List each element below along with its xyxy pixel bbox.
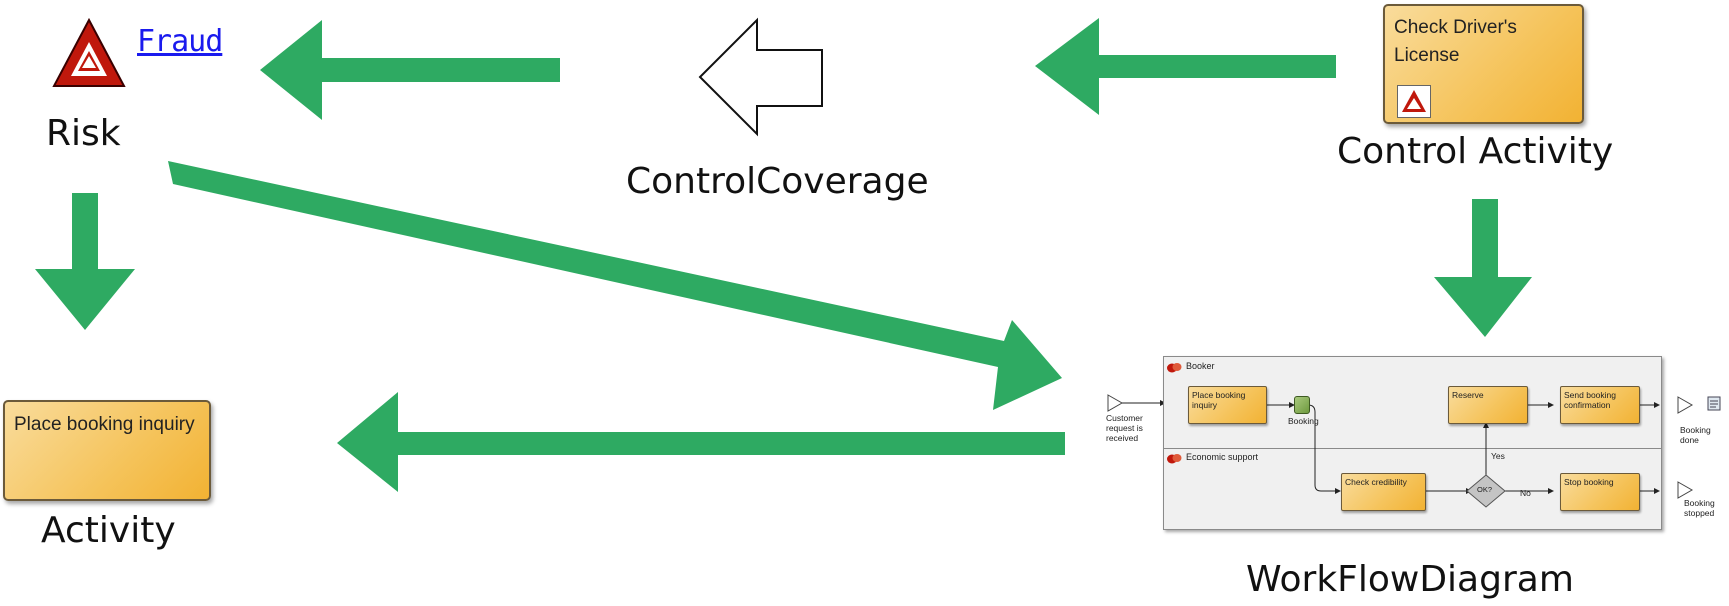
theater-masks-icon xyxy=(1167,454,1182,464)
wf-send-confirmation-task[interactable]: Send booking confirmation xyxy=(1560,386,1640,424)
wf-check-credibility-task[interactable]: Check credibility xyxy=(1341,473,1426,511)
activity-box[interactable]: Place booking inquiry xyxy=(3,400,211,501)
wf-stop-booking-task[interactable]: Stop booking xyxy=(1560,473,1640,511)
no-label: No xyxy=(1520,488,1531,498)
lane-booker-title: Booker xyxy=(1186,361,1215,371)
yes-label: Yes xyxy=(1491,451,1505,461)
booking-state-label: Booking xyxy=(1288,416,1319,426)
document-icon xyxy=(1707,396,1721,411)
booking-done-label: Booking done xyxy=(1680,425,1711,446)
end-event-done-icon xyxy=(1677,396,1694,414)
lane-divider xyxy=(1164,448,1661,449)
start-event-icon xyxy=(1107,394,1124,412)
gateway-label: OK? xyxy=(1477,485,1493,494)
control-coverage-label: ControlCoverage xyxy=(626,161,929,202)
control-activity-label: Control Activity xyxy=(1337,131,1614,172)
wf-reserve-task[interactable]: Reserve xyxy=(1448,386,1528,424)
warning-triangle-icon xyxy=(52,18,126,87)
arrow-control-activity-to-coverage xyxy=(1035,18,1336,115)
arrow-risk-to-activity xyxy=(35,193,135,330)
activity-box-text: Place booking inquiry xyxy=(14,414,195,435)
risk-label: Risk xyxy=(46,113,121,154)
activity-label: Activity xyxy=(41,510,176,551)
arrow-workflow-to-activity xyxy=(337,392,1065,492)
flow-start-to-place xyxy=(1122,400,1166,406)
control-activity-box-text: Check Driver's License xyxy=(1394,17,1517,66)
warning-triangle-icon xyxy=(1397,85,1431,118)
theater-masks-icon xyxy=(1167,363,1182,373)
end-event-stopped-icon xyxy=(1677,481,1694,499)
workflow-connectors xyxy=(1267,402,1660,508)
wf-place-booking-task[interactable]: Place booking inquiry xyxy=(1188,386,1267,424)
arrow-coverage-to-risk xyxy=(260,20,560,120)
booking-stopped-label: Booking stopped xyxy=(1684,498,1715,519)
arrow-risk-to-workflow xyxy=(168,161,1062,410)
workflow-diagram: Booker Economic support Place booking in… xyxy=(1163,356,1662,530)
lane-economic-title: Economic support xyxy=(1186,452,1259,462)
booking-state-marker xyxy=(1294,396,1310,414)
arrow-control-activity-to-workflow xyxy=(1434,199,1532,337)
start-event-label: Customer request is received xyxy=(1106,413,1143,444)
fraud-link[interactable]: Fraud xyxy=(137,24,223,59)
control-activity-box[interactable]: Check Driver's License xyxy=(1383,4,1584,124)
control-coverage-arrow-icon xyxy=(698,17,823,137)
workflow-diagram-label: WorkFlowDiagram xyxy=(1246,559,1574,600)
